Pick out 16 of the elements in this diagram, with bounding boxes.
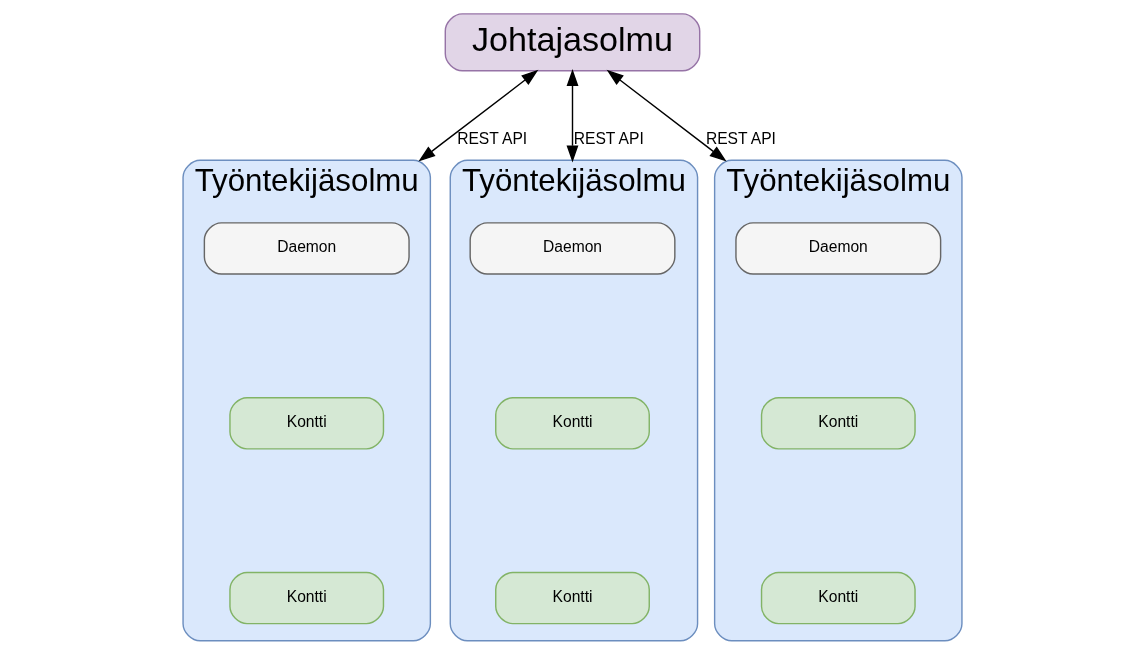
edge-label: REST API — [573, 130, 644, 148]
node-box: Kontti — [494, 396, 650, 450]
arrow — [606, 69, 727, 162]
node-box: Kontti — [494, 571, 650, 625]
arrow — [417, 69, 538, 162]
edge-label: REST API — [456, 130, 527, 148]
node-box: Daemon — [468, 222, 676, 275]
edge-label: REST API — [705, 130, 776, 148]
node-box: Kontti — [760, 396, 916, 450]
node-box: Kontti — [228, 396, 384, 450]
node-box: Kontti — [228, 571, 384, 625]
node-box: Kontti — [760, 571, 916, 625]
node-box: Daemon — [203, 222, 410, 275]
arrow — [566, 69, 578, 163]
node-box: Daemon — [734, 222, 941, 275]
node-box: Johtajasolmu — [444, 13, 700, 72]
